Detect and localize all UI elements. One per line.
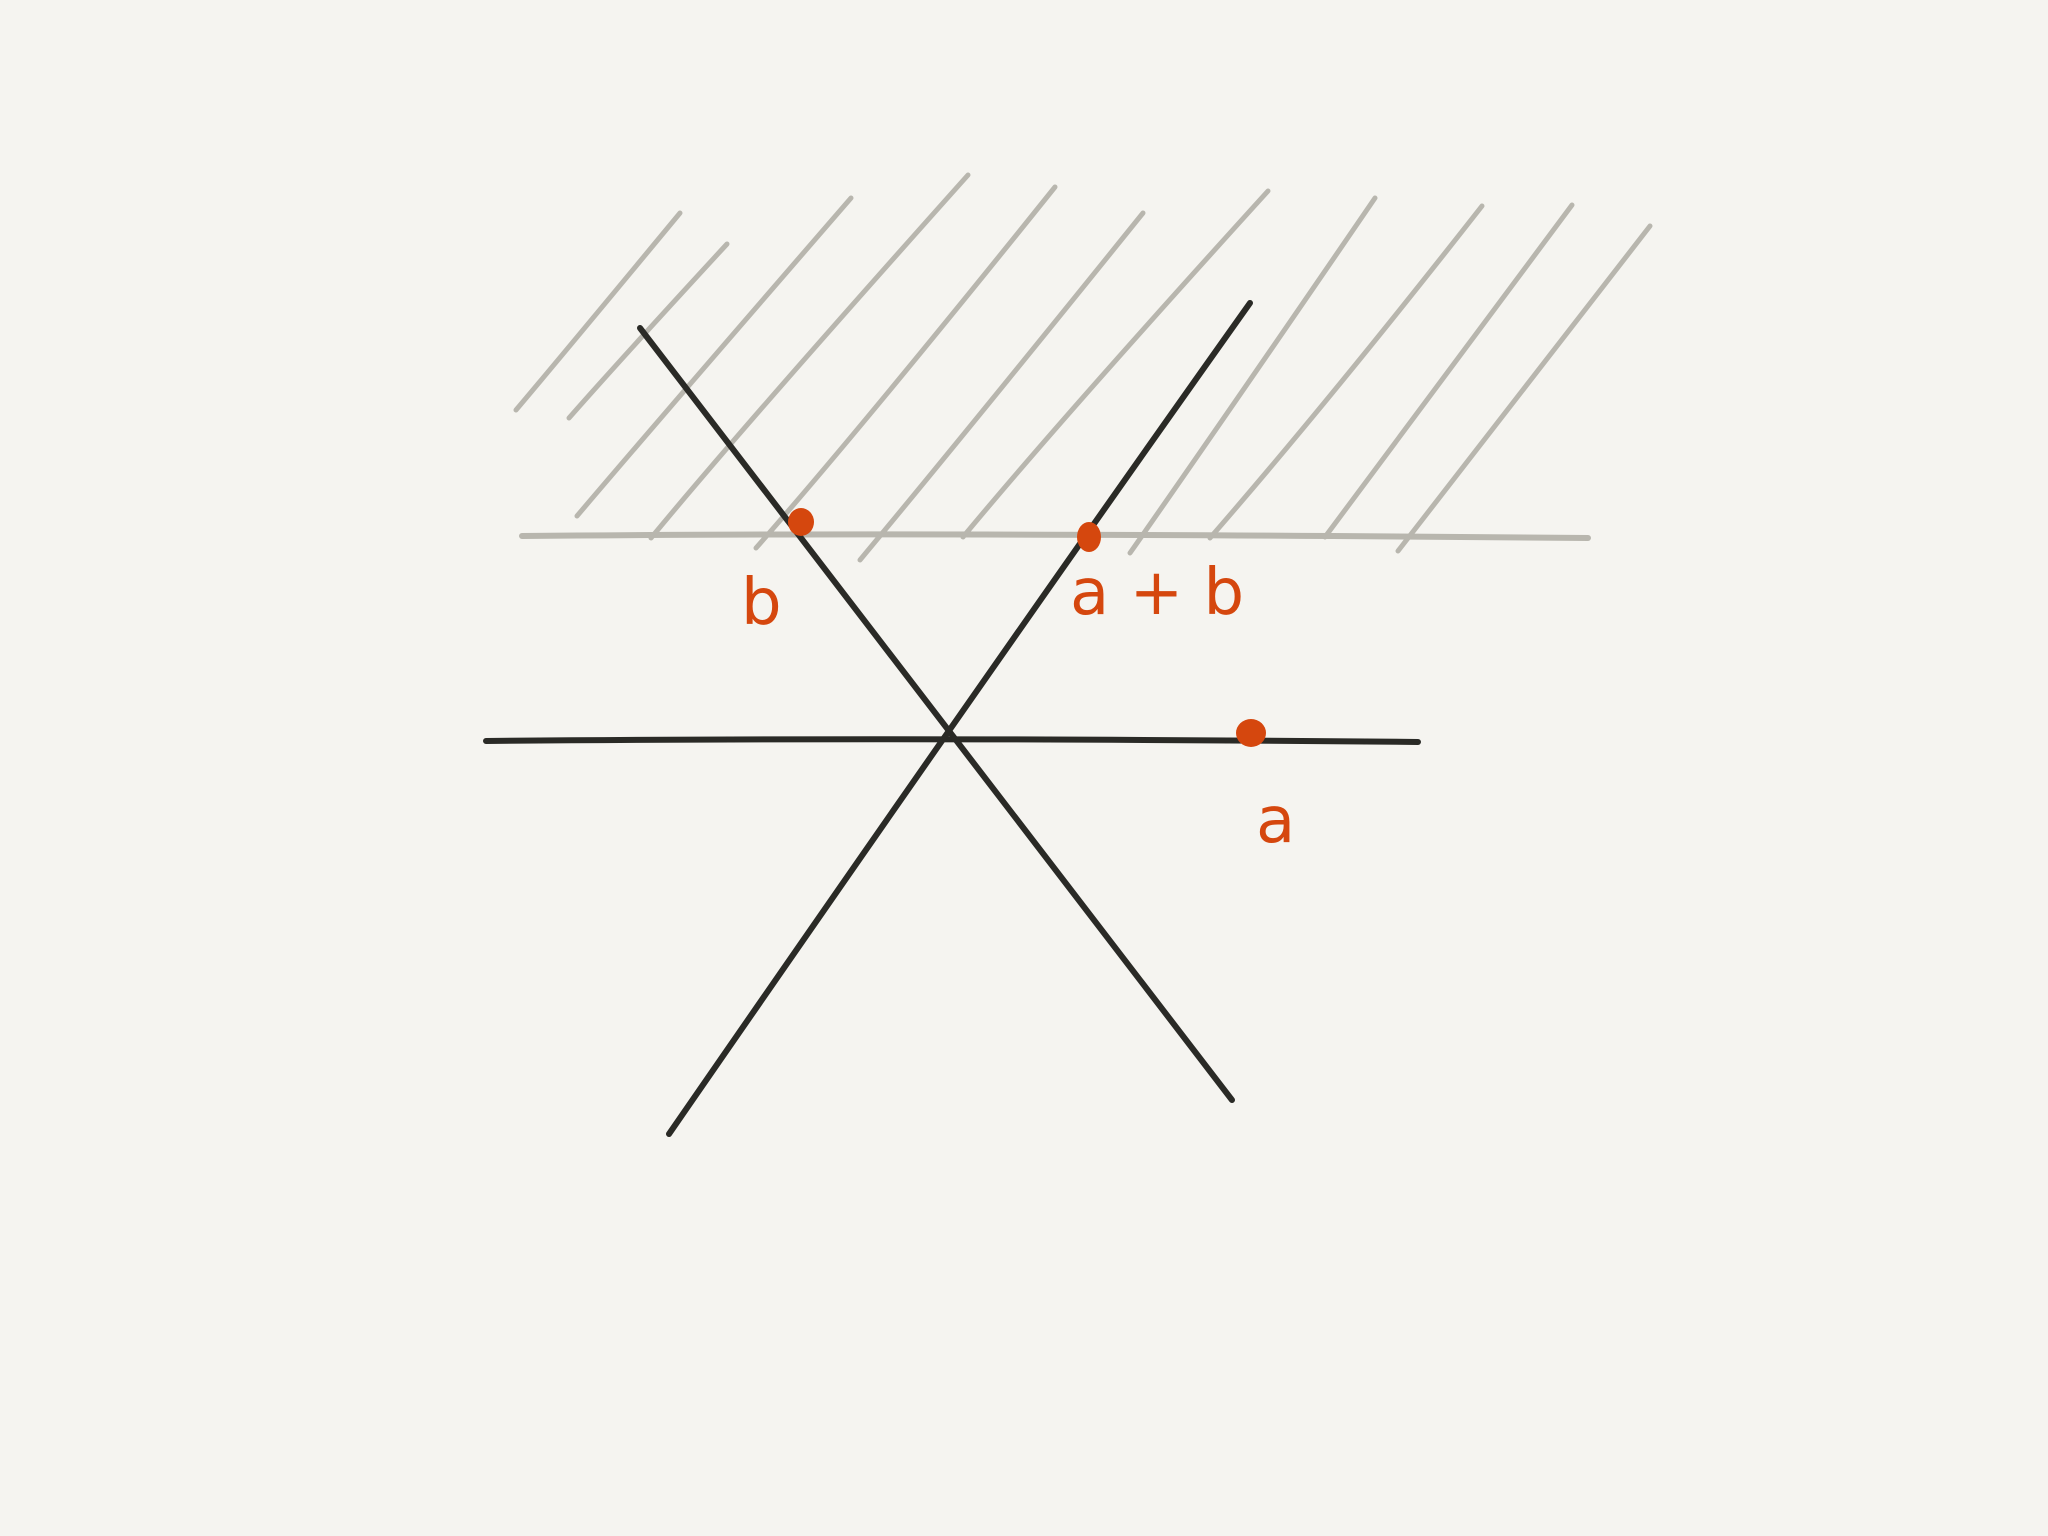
hatch-stroke — [566, 241, 730, 421]
hatch-stroke — [1127, 195, 1378, 556]
hatch-stroke — [574, 195, 854, 519]
label-b: b — [741, 566, 782, 640]
diagonal-line-ascending — [666, 300, 1253, 1137]
axes — [483, 300, 1421, 1137]
hatch-stroke — [857, 210, 1146, 563]
hatch-stroke — [1322, 202, 1575, 540]
hatch-stroke — [513, 210, 683, 413]
labels: b a + b a — [741, 556, 1295, 858]
hatch-stroke — [1207, 203, 1485, 541]
hatch-stroke — [960, 188, 1271, 540]
points — [788, 508, 1266, 747]
point-a — [1236, 719, 1266, 747]
hatch-stroke — [753, 184, 1058, 551]
label-a: a — [1256, 784, 1295, 858]
point-a-plus-b — [1077, 522, 1101, 552]
diagonal-line-descending — [637, 325, 1235, 1103]
label-a-plus-b: a + b — [1070, 556, 1244, 630]
point-b — [788, 508, 814, 536]
hatch-stroke — [1395, 223, 1653, 554]
upper-horizontal-line — [519, 531, 1591, 541]
horizontal-axis — [483, 736, 1421, 745]
hatching — [513, 172, 1653, 563]
hatch-stroke — [648, 172, 971, 541]
